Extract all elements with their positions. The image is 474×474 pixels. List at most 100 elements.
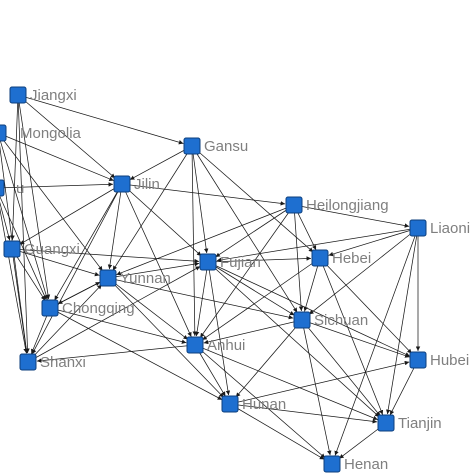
edge-gansu-sichuan: [191, 145, 298, 313]
node-box-yunnan[interactable]: [99, 269, 117, 287]
node-guangxi[interactable]: Guangxi: [3, 240, 80, 258]
edge-yunnan-fujian: [107, 261, 200, 279]
edge-anhui-hunan: [194, 344, 226, 397]
node-box-shanxi[interactable]: [19, 353, 37, 371]
node-hebei[interactable]: Hebei: [311, 249, 371, 267]
edge-yunnan-anhui: [107, 277, 189, 340]
edge-anhui-shanxi: [36, 344, 196, 363]
edge-jiangxi-jilin: [17, 94, 116, 179]
edge-jilin-chongqing: [54, 183, 123, 301]
node-jiangxi[interactable]: Jiangxi: [9, 86, 77, 104]
edge-xu-guangxi: [0, 201, 11, 241]
edge-anhui-tianjin: [194, 344, 378, 420]
edge-hunan-tianjin: [229, 403, 378, 424]
node-label-tianjin: Tianjin: [398, 415, 442, 432]
node-box-gansu[interactable]: [183, 137, 201, 155]
edge-hunan-henan: [229, 403, 325, 460]
node-label-shanxi: Shanxi: [40, 354, 86, 371]
node-sichuan[interactable]: Sichuan: [293, 311, 368, 329]
edge-fujian-sichuan: [207, 261, 295, 316]
node-label-anhui: Anhui: [207, 337, 245, 354]
node-tianjin[interactable]: Tianjin: [377, 414, 442, 432]
edge-gansu-yunnan: [112, 145, 193, 271]
node-box-tianjin[interactable]: [377, 414, 395, 432]
edge-chongqing-anhui: [49, 307, 187, 344]
node-box-jiangxi[interactable]: [9, 86, 27, 104]
edge-gansu-fujian: [191, 145, 209, 254]
node-label-chongqing: Chongqing: [62, 300, 135, 317]
edge-xu-shanxi: [0, 207, 28, 354]
node-hubei[interactable]: Hubei: [409, 351, 469, 369]
edge-jilin-guangxi: [19, 183, 123, 245]
edges-layer: [0, 94, 421, 460]
edge-gansu-anhui: [191, 145, 198, 337]
edge-chongqing-hunan: [49, 307, 223, 401]
edge-jiangxi-gansu: [17, 94, 184, 145]
node-label-hebei: Hebei: [332, 250, 371, 267]
edge-guangxi-yunnan: [11, 248, 100, 277]
edge-heilongjiang-fujian: [215, 204, 295, 258]
node-box-mongolia[interactable]: [0, 124, 7, 142]
node-box-henan[interactable]: [323, 455, 341, 473]
node-label-jiangxi: Jiangxi: [30, 87, 77, 104]
edge-fujian-tianjin: [207, 261, 380, 418]
node-henan[interactable]: Henan: [323, 455, 388, 473]
node-shanxi[interactable]: Shanxi: [19, 353, 86, 371]
node-label-gansu: Gansu: [204, 138, 248, 155]
node-box-fujian[interactable]: [199, 253, 217, 271]
node-gansu[interactable]: Gansu: [183, 137, 248, 155]
node-box-hebei[interactable]: [311, 249, 329, 267]
node-anhui[interactable]: Anhui: [186, 336, 245, 354]
edge-jilin-heilongjiang: [121, 183, 286, 206]
edge-hebei-anhui: [202, 257, 321, 341]
edge-mongolia-jilin: [0, 133, 114, 181]
node-label-yunnan: Yunnan: [120, 270, 171, 287]
node-yunnan[interactable]: Yunnan: [99, 269, 171, 287]
node-box-anhui[interactable]: [186, 336, 204, 354]
edge-hubei-tianjin: [389, 359, 419, 416]
node-hunan[interactable]: Hunan: [221, 395, 286, 413]
edge-jiangxi-guangxi: [10, 94, 19, 241]
node-box-liaoning[interactable]: [409, 219, 427, 237]
edge-sichuan-hubei: [301, 319, 410, 358]
node-fujian[interactable]: Fujian: [199, 253, 261, 271]
node-label-henan: Henan: [344, 456, 388, 473]
edge-heilongjiang-sichuan: [293, 204, 304, 312]
node-label-hubei: Hubei: [430, 352, 469, 369]
edge-jilin-anhui: [121, 183, 192, 337]
edge-shanxi-fujian: [27, 266, 201, 363]
edge-sichuan-anhui: [203, 319, 303, 345]
edge-guangxi-shanxi: [11, 248, 29, 354]
node-mongolia[interactable]: Mongolia: [0, 124, 82, 142]
edge-guangxi-fujian: [11, 248, 200, 264]
node-box-sichuan[interactable]: [293, 311, 311, 329]
node-label-heilongjiang: Heilongjiang: [306, 197, 389, 214]
node-xu[interactable]: u: [0, 179, 24, 197]
edge-liaoning-fujian: [216, 227, 419, 263]
node-label-xu: u: [16, 180, 24, 197]
node-box-heilongjiang[interactable]: [285, 196, 303, 214]
node-chongqing[interactable]: Chongqing: [41, 299, 135, 317]
node-heilongjiang[interactable]: Heilongjiang: [285, 196, 389, 214]
node-box-guangxi[interactable]: [3, 240, 21, 258]
node-jilin[interactable]: Jilin: [113, 175, 160, 193]
node-box-chongqing[interactable]: [41, 299, 59, 317]
node-box-xu[interactable]: [0, 179, 5, 197]
node-box-jilin[interactable]: [113, 175, 131, 193]
nodes-layer: JiangxiMongoliaGansuJilinHeilongjiangLia…: [0, 86, 470, 473]
edge-liaoning-sichuan: [308, 227, 419, 315]
edge-hunan-hubei: [229, 360, 410, 405]
edge-jiangxi-chongqing: [17, 94, 51, 300]
edge-fujian-hubei: [207, 261, 411, 357]
edge-shanxi-yunnan: [27, 284, 103, 363]
edge-jilin-yunnan: [107, 183, 123, 270]
node-box-hubei[interactable]: [409, 351, 427, 369]
node-label-jilin: Jilin: [134, 176, 160, 193]
node-box-hunan[interactable]: [221, 395, 239, 413]
edge-heilongjiang-yunnan: [116, 204, 295, 276]
edge-fujian-anhui: [194, 261, 209, 337]
edge-xu-jilin: [0, 182, 114, 189]
node-liaoning[interactable]: Liaoni: [409, 219, 470, 237]
edge-sichuan-hunan: [235, 319, 303, 398]
